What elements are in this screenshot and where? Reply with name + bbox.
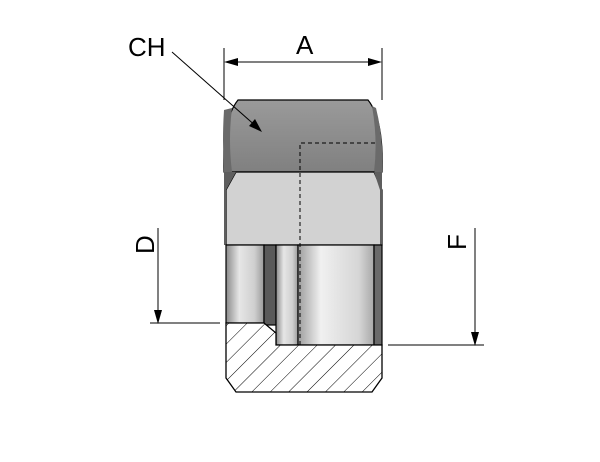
bore-region	[225, 244, 383, 346]
dimension-d	[150, 228, 220, 324]
cone-band	[224, 171, 383, 246]
label-d: D	[130, 235, 160, 254]
label-f: F	[442, 234, 472, 250]
dimension-a	[223, 48, 383, 100]
hex-body	[223, 99, 383, 173]
leader-ch	[171, 51, 262, 132]
hidden-line	[299, 142, 378, 345]
section-cut	[225, 322, 383, 393]
label-a: A	[296, 30, 314, 60]
label-ch: CH	[128, 32, 166, 62]
dimension-f	[388, 228, 484, 346]
